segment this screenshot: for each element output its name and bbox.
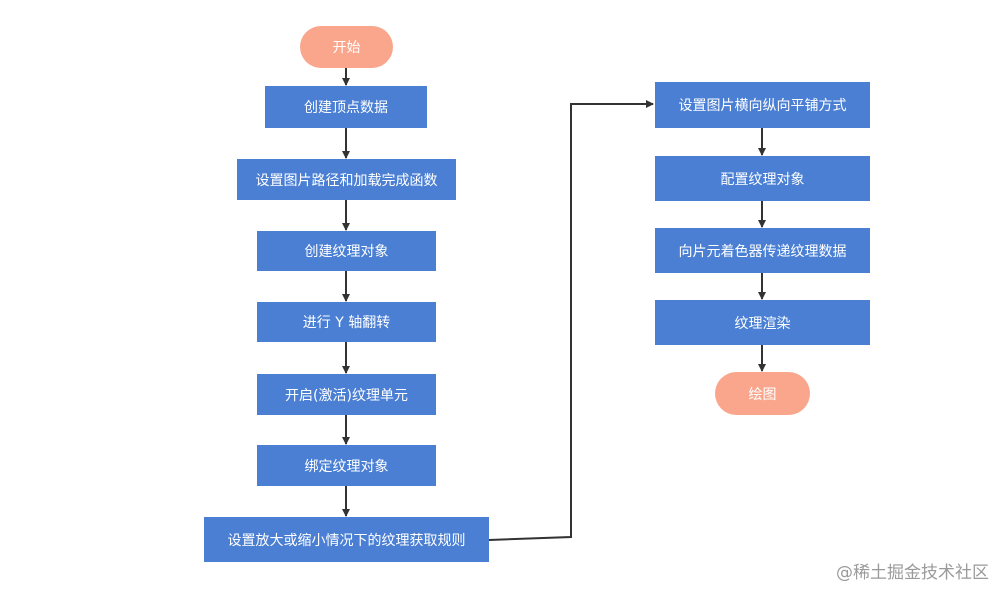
step-set-filter-rules: 设置放大或缩小情况下的纹理获取规则 (204, 517, 489, 562)
step-configure-texture: 配置纹理对象 (655, 156, 870, 201)
step-pass-to-fragment-shader: 向片元着色器传递纹理数据 (655, 228, 870, 273)
step-flip-y-axis: 进行 Y 轴翻转 (257, 302, 436, 342)
step-activate-texture-unit: 开启(激活)纹理单元 (257, 374, 436, 415)
step-create-vertex-data: 创建顶点数据 (265, 86, 427, 128)
step-set-image-path: 设置图片路径和加载完成函数 (237, 159, 456, 200)
arrow-step7-to-right-column (488, 100, 654, 541)
step-create-texture-object: 创建纹理对象 (257, 231, 436, 271)
step-set-wrap-mode: 设置图片横向纵向平铺方式 (655, 82, 870, 128)
start-node: 开始 (300, 26, 393, 68)
step-texture-render: 纹理渲染 (655, 300, 870, 345)
end-node: 绘图 (715, 372, 810, 415)
watermark: @稀土掘金技术社区 (836, 563, 989, 583)
step-bind-texture-object: 绑定纹理对象 (257, 445, 436, 486)
